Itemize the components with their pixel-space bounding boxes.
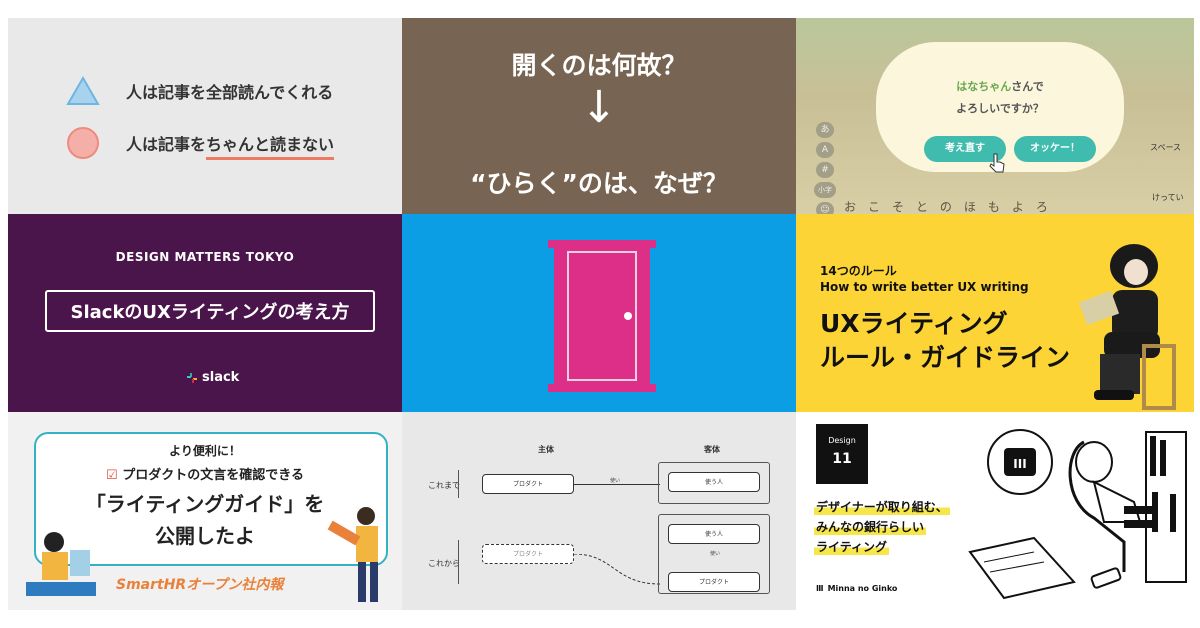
- writing-person-illustration: III: [968, 429, 1187, 600]
- ok-button[interactable]: オッケー！: [1014, 136, 1096, 162]
- dialog-question: よろしいですか？: [956, 102, 1044, 115]
- thumbnail-grid: 人は記事を全部読んでくれる 人は記事をちゃんと読まない 開くのは何故？ ↓ “ひ…: [8, 18, 1194, 610]
- row-circle: 人は記事をちゃんと読まない: [66, 126, 335, 160]
- tile-minna-no-ginko[interactable]: Design 11 デザイナーが取り組む、 みんなの銀行らしい ライティング Ⅲ…: [796, 412, 1194, 610]
- key-hash: #: [816, 162, 834, 178]
- statement-2: 人は記事をちゃんと読まない: [126, 131, 335, 160]
- arrow-down-icon: ↓: [580, 82, 618, 133]
- question-kanji: 開くのは何故？: [511, 51, 687, 80]
- tile-slack-ux[interactable]: DESIGN MATTERS TOKYO SlackのUXライティングの考え方 …: [8, 214, 402, 412]
- title-line-2: みんなの銀行らしい: [814, 518, 927, 535]
- person-right-illustration: [327, 507, 378, 602]
- row-label-before: これまで: [428, 481, 460, 490]
- checkbox-icon: ☑: [106, 468, 118, 483]
- tile-ux-writing-rules[interactable]: 14つのルール How to write better UX writing U…: [796, 214, 1194, 412]
- event-title: DESIGN MATTERS TOKYO: [115, 250, 295, 264]
- header-object: 客体: [704, 445, 720, 454]
- tile-game-dialog[interactable]: あ A # 小字 ☺ おこそとのほもよろ スペース けってい はなちゃんさんで …: [796, 18, 1194, 214]
- uses-label-before: 使い: [610, 478, 621, 484]
- product-box-before: プロダクト: [482, 474, 574, 494]
- title-line-1: デザイナーが取り組む、: [814, 498, 950, 515]
- slack-icon: [187, 372, 197, 383]
- object-frame-after: [658, 514, 770, 594]
- tile-hiraku[interactable]: 開くのは何故？ ↓ “ひらく”のは、なぜ？: [402, 18, 796, 214]
- dashed-arrow: [574, 554, 661, 585]
- key-a: あ: [816, 122, 834, 138]
- product-box-object: プロダクト: [668, 572, 760, 592]
- dialog-name-line: はなちゃんさんで: [956, 80, 1044, 93]
- key-A: A: [816, 142, 834, 158]
- rule-count: 14つのルール: [820, 264, 897, 278]
- circle-icon: [67, 127, 99, 159]
- name-highlight: はなちゃん: [956, 80, 1012, 93]
- announce-line-2: 「ライティングガイド」を: [85, 492, 325, 516]
- announcement-frame: [34, 432, 388, 566]
- hand-cursor-icon: [989, 153, 1005, 173]
- key-small: 小字: [814, 182, 836, 198]
- underlined-phrase: ちゃんと読まない: [206, 135, 335, 160]
- smarthr-logo: SmartHRオープン社内報: [116, 577, 284, 593]
- row-label-after: これから: [428, 559, 460, 568]
- row-divider: [458, 470, 459, 498]
- user-box-after: 使う人: [668, 524, 760, 544]
- tile-article-reading[interactable]: 人は記事を全部読んでくれる 人は記事をちゃんと読まない: [8, 18, 402, 214]
- question-hiragana: “ひらく”のは、なぜ？: [470, 169, 728, 198]
- talk-title-box: SlackのUXライティングの考え方: [45, 290, 375, 332]
- header-subject: 主体: [538, 445, 554, 454]
- confirm-key: けってい: [1152, 193, 1184, 202]
- object-frame-before: [658, 462, 770, 504]
- rethink-button[interactable]: 考え直す: [924, 136, 1006, 162]
- logo-icon: Ⅲ: [816, 584, 824, 593]
- tagline: より便利に！: [169, 444, 241, 458]
- title-line-3: ライティング: [814, 538, 890, 555]
- reading-person-illustration: [1078, 244, 1176, 410]
- space-key: スペース: [1150, 143, 1182, 152]
- announce-line-3: 公開したよ: [155, 524, 255, 548]
- design-badge: Design 11: [816, 424, 868, 484]
- door-icon: [548, 240, 656, 392]
- row-triangle: 人は記事を全部読んでくれる: [66, 76, 333, 106]
- user-box-before: 使う人: [668, 472, 760, 492]
- triangle-icon: [66, 76, 100, 105]
- speech-icon-label: III: [1013, 457, 1026, 471]
- product-box-after: プロダクト: [482, 544, 574, 564]
- announce-line-1: ☑ プロダクトの文言を確認できる: [106, 468, 304, 483]
- headline-1: UXライティング: [820, 309, 1008, 338]
- keyboard-row: おこそとのほもよろ: [844, 200, 1060, 214]
- tile-door[interactable]: [402, 214, 796, 412]
- arrow-line: [574, 484, 660, 485]
- slack-logo: slack: [186, 370, 239, 385]
- uses-label-after: 使い: [710, 551, 721, 557]
- tile-subject-object-diagram[interactable]: 主体 客体 これまで これから プロダクト 使い 使う人 プロダクト 使う人 使…: [402, 412, 796, 610]
- statement-1: 人は記事を全部読んでくれる: [126, 83, 334, 102]
- tile-smarthr-guide[interactable]: より便利に！ ☑ プロダクトの文言を確認できる 「ライティングガイド」を 公開し…: [8, 412, 402, 610]
- key-emoji: ☺: [816, 202, 834, 214]
- row-divider: [458, 540, 459, 584]
- headline-2: ルール・ガイドライン: [820, 343, 1071, 372]
- subtitle-en: How to write better UX writing: [820, 280, 1029, 294]
- person-left-illustration: [26, 532, 96, 596]
